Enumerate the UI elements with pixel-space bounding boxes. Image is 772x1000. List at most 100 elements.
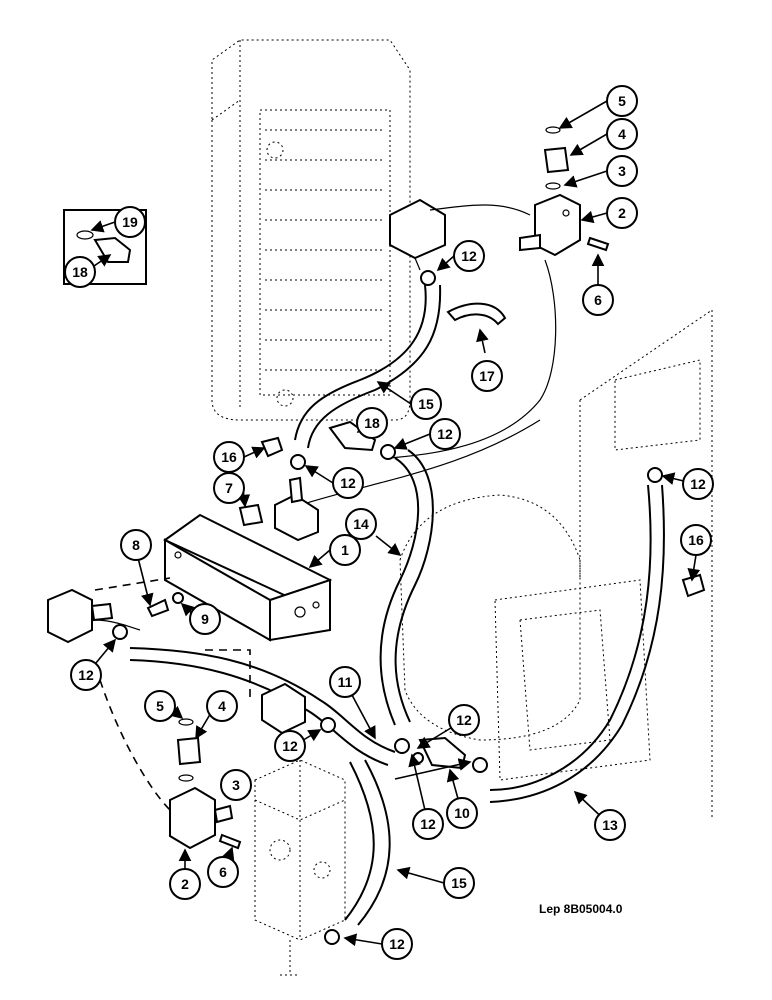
svg-text:6: 6 bbox=[594, 292, 602, 308]
oil-cooler-radiator bbox=[211, 39, 411, 421]
callout-12-h: 12 bbox=[412, 808, 444, 840]
hose-14 bbox=[379, 457, 420, 726]
callout-17: 17 bbox=[471, 360, 503, 392]
reference-label: Lep 8B05004.0 bbox=[539, 902, 623, 916]
pin-6-lower bbox=[218, 833, 242, 850]
hose-15-upper bbox=[294, 284, 427, 441]
callout-9: 9 bbox=[189, 603, 221, 635]
svg-text:12: 12 bbox=[437, 426, 453, 442]
svg-text:15: 15 bbox=[418, 396, 434, 412]
svg-text:12: 12 bbox=[78, 667, 94, 683]
svg-text:16: 16 bbox=[221, 449, 237, 465]
svg-text:15: 15 bbox=[451, 875, 467, 891]
manifold-block bbox=[163, 513, 333, 642]
callout-3-upper: 3 bbox=[606, 155, 638, 187]
block-2-lower bbox=[169, 786, 216, 850]
hose-11 bbox=[129, 647, 396, 753]
pump-housing bbox=[399, 309, 713, 820]
svg-text:12: 12 bbox=[340, 475, 356, 491]
hose-15-lower bbox=[344, 761, 375, 921]
svg-text:1: 1 bbox=[341, 542, 349, 558]
pin-6-upper bbox=[586, 236, 610, 252]
fitting-7 bbox=[238, 503, 264, 527]
callout-12-f: 12 bbox=[448, 704, 480, 736]
callout-14: 14 bbox=[345, 508, 377, 540]
callout-13: 13 bbox=[594, 809, 626, 841]
clip-17 bbox=[446, 302, 507, 326]
svg-text:12: 12 bbox=[282, 738, 298, 754]
callout-12-c: 12 bbox=[429, 418, 461, 450]
hose-13 bbox=[489, 484, 652, 791]
svg-text:19: 19 bbox=[122, 214, 138, 230]
callout-12-b: 12 bbox=[332, 467, 364, 499]
pipe-lines bbox=[94, 204, 557, 631]
svg-text:4: 4 bbox=[618, 126, 626, 142]
callout-12-i: 12 bbox=[381, 928, 413, 960]
svg-text:16: 16 bbox=[688, 532, 704, 548]
svg-text:17: 17 bbox=[479, 368, 495, 384]
svg-text:2: 2 bbox=[181, 876, 189, 892]
svg-text:12: 12 bbox=[690, 476, 706, 492]
clip-16-lower bbox=[681, 573, 706, 598]
elbow-fitting-lower bbox=[261, 682, 306, 735]
callout-16-upper: 16 bbox=[213, 441, 245, 473]
svg-text:8: 8 bbox=[132, 537, 140, 553]
callout-12-g: 12 bbox=[274, 730, 306, 762]
svg-text:12: 12 bbox=[461, 248, 477, 264]
callout-4-upper: 4 bbox=[606, 118, 638, 150]
callout-12-d: 12 bbox=[682, 468, 714, 500]
callout-8: 8 bbox=[120, 529, 152, 561]
svg-text:7: 7 bbox=[225, 480, 233, 496]
callout-12-a: 12 bbox=[453, 240, 485, 272]
svg-text:13: 13 bbox=[602, 817, 618, 833]
fitting-4-lower bbox=[176, 736, 202, 766]
washer-9 bbox=[172, 592, 184, 604]
svg-text:2: 2 bbox=[618, 205, 626, 221]
svg-text:10: 10 bbox=[454, 805, 470, 821]
callout-18-detail: 18 bbox=[64, 256, 96, 288]
clamps bbox=[112, 270, 663, 945]
callout-2-lower: 2 bbox=[169, 868, 201, 900]
callout-11: 11 bbox=[329, 666, 361, 698]
elbow-fitting-upper bbox=[389, 198, 446, 271]
block-2-upper bbox=[519, 193, 581, 257]
callouts: 5 4 3 2 6 19 18 12 17 15 16 12 18 12 7 1… bbox=[64, 85, 714, 960]
svg-text:14: 14 bbox=[353, 516, 369, 532]
svg-text:12: 12 bbox=[389, 936, 405, 952]
callout-5-upper: 5 bbox=[606, 85, 638, 117]
svg-text:6: 6 bbox=[219, 864, 227, 880]
valve-body-lower bbox=[254, 759, 346, 976]
clip-16-upper bbox=[260, 436, 284, 458]
svg-text:12: 12 bbox=[420, 816, 436, 832]
callout-12-e: 12 bbox=[70, 659, 102, 691]
svg-text:18: 18 bbox=[364, 415, 380, 431]
callout-10: 10 bbox=[446, 797, 478, 829]
callout-4-lower: 4 bbox=[206, 690, 238, 722]
callout-5-lower: 5 bbox=[144, 690, 176, 722]
callout-1: 1 bbox=[329, 534, 361, 566]
svg-text:9: 9 bbox=[201, 611, 209, 627]
callout-2-upper: 2 bbox=[606, 197, 638, 229]
fitting-4-upper bbox=[543, 126, 570, 190]
svg-text:18: 18 bbox=[72, 264, 88, 280]
svg-text:5: 5 bbox=[156, 698, 164, 714]
callout-15-lower: 15 bbox=[443, 867, 475, 899]
callout-15-upper: 15 bbox=[410, 388, 442, 420]
callout-6-lower: 6 bbox=[207, 856, 239, 888]
svg-text:3: 3 bbox=[618, 163, 626, 179]
svg-text:3: 3 bbox=[232, 777, 240, 793]
callout-6-upper: 6 bbox=[582, 284, 614, 316]
bolt-8 bbox=[146, 598, 170, 618]
callout-19: 19 bbox=[114, 206, 146, 238]
svg-text:5: 5 bbox=[618, 93, 626, 109]
fitting-18-mid bbox=[328, 420, 377, 452]
callout-3-lower: 3 bbox=[220, 769, 252, 801]
callout-18-mid: 18 bbox=[356, 407, 388, 439]
dash-lines bbox=[94, 577, 251, 811]
callout-16-lower: 16 bbox=[680, 524, 712, 556]
svg-text:4: 4 bbox=[218, 698, 226, 714]
block-left bbox=[47, 588, 93, 644]
svg-text:11: 11 bbox=[338, 674, 353, 690]
callout-7: 7 bbox=[213, 472, 245, 504]
